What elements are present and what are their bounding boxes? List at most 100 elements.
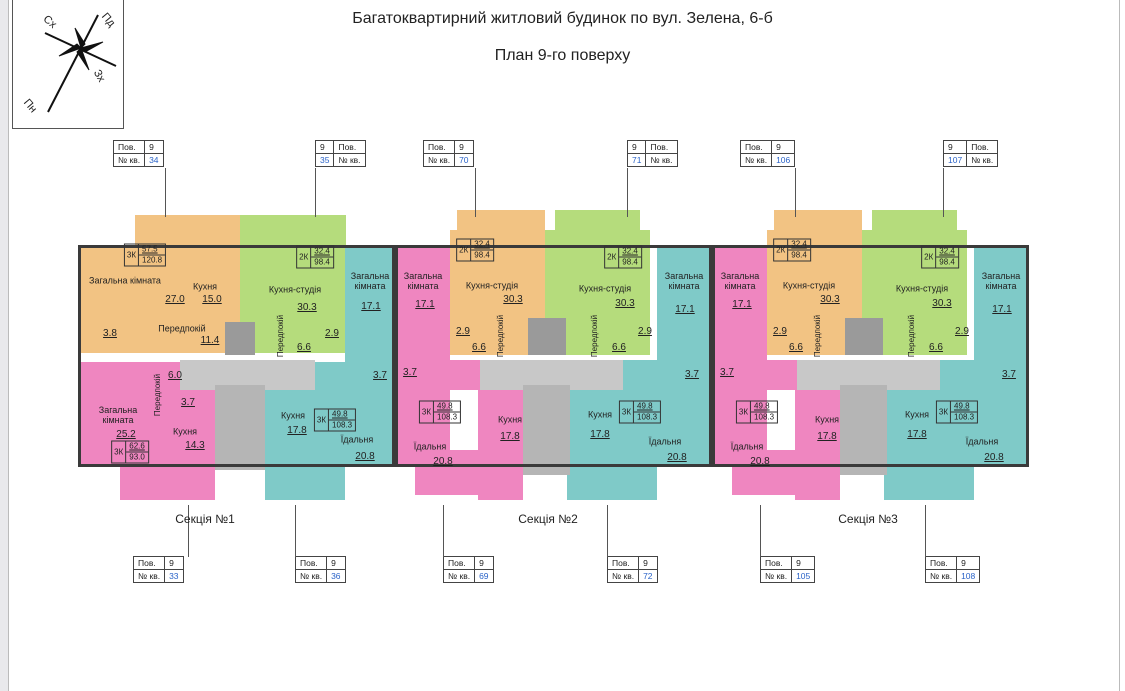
room-count: 2К (457, 239, 472, 261)
room-label: 27.0 (165, 294, 185, 305)
elevator (225, 322, 255, 355)
outer-wall (78, 245, 395, 467)
tag-apt-label: № кв. (966, 153, 999, 167)
tag-leader-line (760, 505, 761, 557)
tag-apt: 69 (474, 569, 494, 583)
room-count: 3К (737, 401, 752, 423)
tag-floor-label: Пов. (422, 140, 456, 154)
room-count: 3К (620, 401, 635, 423)
room-label: Загальна кімната (720, 271, 760, 291)
room-label: 6.6 (612, 342, 626, 353)
room-label: 11.4 (200, 335, 220, 346)
tag-apt-label: № кв. (294, 569, 328, 583)
tag-leader-line (188, 505, 189, 557)
tag-floor-label: Пов. (966, 140, 999, 154)
room-label: Загальна кімната (981, 271, 1021, 291)
room-label: Загальна кімната (350, 271, 390, 291)
tag-apt: 71 (626, 153, 647, 167)
room-label: Кухня (814, 414, 840, 425)
room-label: Загальна кімната (664, 271, 704, 291)
room-label: Загальна кімната (98, 405, 138, 425)
room-label: 6.0 (168, 370, 182, 381)
room-count: 3К (112, 441, 127, 463)
tag-leader-line (295, 505, 296, 557)
room-count: 2К (774, 239, 789, 261)
apartment-36-kitchen (265, 385, 345, 500)
area-total: 98.4 (474, 250, 490, 260)
room-label: Загальна кімната (89, 275, 161, 286)
room-label: 17.8 (817, 431, 837, 442)
tag-apt-label: № кв. (132, 569, 166, 583)
room-label: 17.8 (287, 425, 307, 436)
room-label: 6.6 (929, 342, 943, 353)
room-label: 6.6 (472, 342, 486, 353)
room-label: 17.8 (590, 429, 610, 440)
tag-apt-label: № кв. (924, 569, 958, 583)
room-label: 20.8 (750, 456, 770, 467)
room-label: 2.9 (325, 328, 339, 339)
outer-wall (395, 245, 712, 467)
tag-apt-label: № кв. (112, 153, 146, 167)
outer-wall (712, 245, 1029, 467)
tag-floor-label: Пов. (442, 556, 476, 570)
room-label: Передпокій (496, 314, 505, 358)
room-label: 25.2 (116, 429, 136, 440)
room-label: 3.7 (403, 367, 417, 378)
area-total: 98.4 (314, 257, 330, 267)
room-label: Їдальня (413, 441, 447, 452)
tag-apt-label: № кв. (606, 569, 640, 583)
room-label: Кухня (904, 409, 930, 420)
room-label: Передпокій (907, 314, 916, 358)
room-label: 15.0 (202, 294, 222, 305)
tag-floor-label: Пов. (739, 140, 773, 154)
apartment-35 (240, 215, 346, 353)
tag-floor: 9 (474, 556, 494, 570)
tag-apt: 72 (638, 569, 658, 583)
section-label-1: Секція №1 (175, 512, 235, 526)
tag-apt-label: № кв. (759, 569, 793, 583)
area-living: 49.8 (434, 402, 461, 413)
room-label: 20.8 (667, 452, 687, 463)
room-label: Передпокій (158, 323, 206, 334)
orange-bay (774, 210, 862, 232)
apartment-34-bay (135, 215, 240, 245)
room-label: Кухня-студія (782, 280, 836, 291)
apartment-left-3k (395, 245, 450, 465)
area-total: 108.3 (437, 412, 458, 422)
room-label: Кухня (280, 410, 306, 421)
area-living: 32.4 (619, 247, 641, 258)
tag-apt: 33 (164, 569, 184, 583)
room-label: Передпокій (813, 314, 822, 358)
area-living: 32.4 (311, 247, 333, 258)
pink-bay (732, 450, 802, 495)
room-label: Кухня (172, 426, 198, 437)
apartment-34 (78, 245, 240, 353)
room-label: 2.9 (638, 326, 652, 337)
teal-kitchen (884, 385, 974, 500)
room-label: 3.8 (103, 328, 117, 339)
tag-leader-line (443, 505, 444, 557)
room-count: 2К (297, 246, 312, 268)
room-label: Кухня (587, 409, 613, 420)
room-label: 17.8 (500, 431, 520, 442)
tag-apt-label: № кв. (422, 153, 456, 167)
room-label: 3.7 (720, 367, 734, 378)
tag-floor: 9 (314, 140, 335, 154)
tag-apt-label: № кв. (442, 569, 476, 583)
area-total: 120.8 (142, 255, 163, 265)
green-bay (555, 210, 640, 232)
